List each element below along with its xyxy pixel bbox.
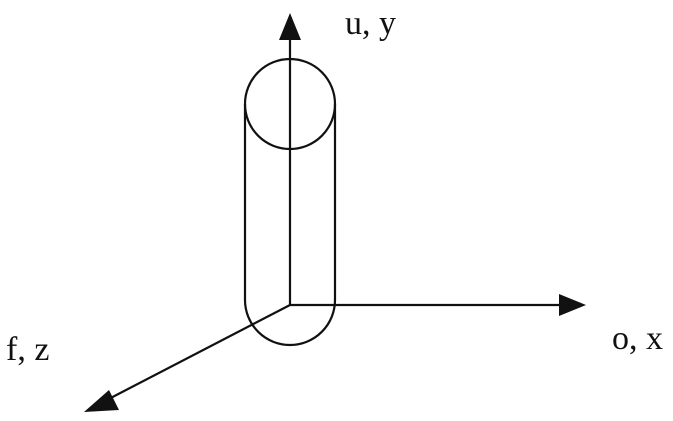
z-axis-line [99,303,292,405]
x-axis-arrowhead [559,294,586,316]
y-axis-label: u, y [345,5,396,42]
cylinder-bottom-arc [243,298,337,347]
z-axis-arrowhead [84,390,119,412]
z-axis-label: f, z [6,331,50,368]
y-axis-arrowhead [279,13,301,40]
x-axis-label: o, x [612,320,663,357]
